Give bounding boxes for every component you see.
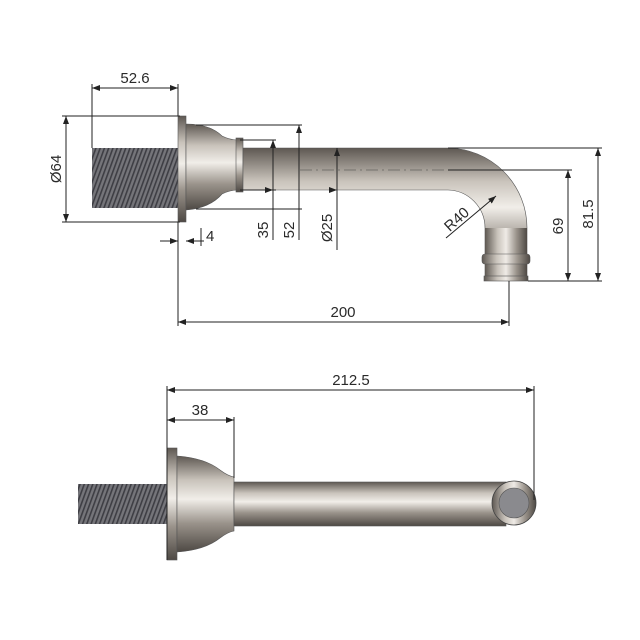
bell-escutcheon [176, 455, 235, 553]
dim-label-r40: R40 [441, 204, 473, 235]
dim-label-69: 69 [550, 218, 567, 235]
spout-outlet-face [498, 487, 530, 519]
dim-overall-length: 212.5 [166, 372, 535, 560]
dim-spout-drop-center: 69 [448, 169, 602, 282]
spout-pipe [242, 147, 528, 281]
dim-flange-thickness: 4 [160, 222, 214, 246]
spout-outlet-ring [481, 253, 531, 265]
dim-spout-drop-total: 81.5 [448, 147, 602, 281]
dim-label-52: 52 [281, 222, 298, 239]
dim-label-d25: Ø25 [319, 214, 336, 242]
dim-label-81-5: 81.5 [580, 199, 597, 228]
bell-escutcheon [185, 123, 239, 211]
dim-label-200: 200 [330, 304, 355, 321]
wall-flange [166, 447, 178, 561]
dim-label-38: 38 [192, 402, 209, 419]
dim-pipe-diameter: Ø25 [319, 148, 340, 250]
side-view: 52.6 Ø64 4 35 52 [48, 70, 602, 326]
dim-label-35: 35 [255, 222, 272, 239]
spout-outlet-tip [483, 275, 529, 282]
dim-flange-diameter: Ø64 [48, 115, 180, 223]
collar-ring [235, 137, 244, 193]
dim-bell-diameter: 52 [196, 124, 302, 240]
spout-pipe [233, 481, 507, 527]
wall-flange [177, 115, 187, 223]
dim-collar-diameter: 35 [240, 139, 276, 240]
dim-label-212-5: 212.5 [332, 372, 370, 389]
threaded-shank [78, 484, 168, 524]
dim-label-4: 4 [206, 228, 214, 245]
threaded-shank [92, 148, 178, 208]
dim-thread-length: 52.6 [91, 70, 179, 148]
dim-label-d64: Ø64 [48, 155, 65, 183]
top-view: 212.5 38 [78, 372, 537, 561]
dim-label-52-6: 52.6 [120, 70, 149, 87]
dim-projection: 200 [177, 222, 510, 326]
dim-bell-length: 38 [167, 402, 235, 478]
